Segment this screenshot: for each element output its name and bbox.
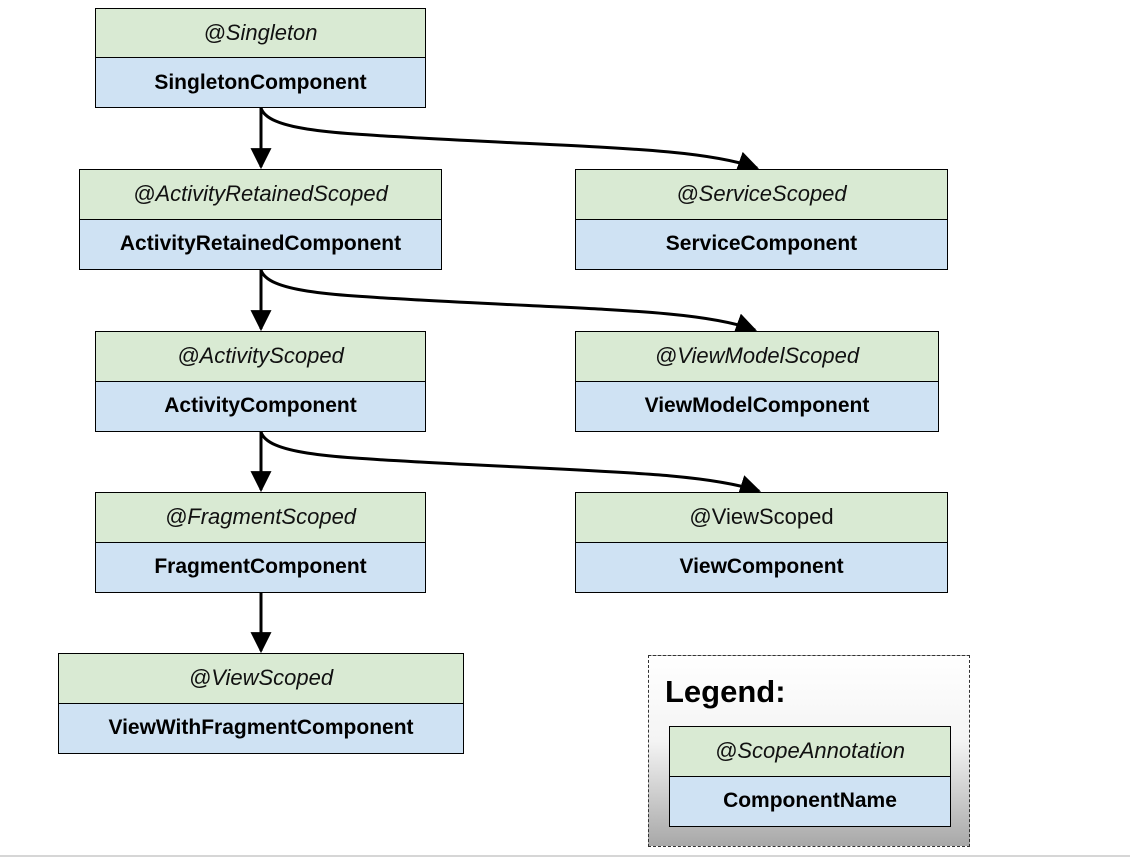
legend-sample-node: @ScopeAnnotation ComponentName [669,726,951,827]
component-name-label: FragmentComponent [96,542,425,592]
scope-annotation-label: @Singleton [96,9,425,58]
component-name-label: ActivityComponent [96,381,425,431]
node-view-model-component: @ViewModelScoped ViewModelComponent [575,331,939,432]
node-fragment-component: @FragmentScoped FragmentComponent [95,492,426,593]
component-name-label: ViewWithFragmentComponent [59,703,463,753]
scope-annotation-label: @ActivityScoped [96,332,425,382]
component-name-label: SingletonComponent [96,58,425,107]
legend-box: Legend: @ScopeAnnotation ComponentName [648,655,970,847]
legend-component-label: ComponentName [670,776,950,826]
scope-annotation-label: @FragmentScoped [96,493,425,543]
canvas-bottom-border [0,855,1130,857]
node-service-component: @ServiceScoped ServiceComponent [575,169,948,270]
scope-annotation-label: @ViewModelScoped [576,332,938,382]
node-singleton-component: @Singleton SingletonComponent [95,8,426,108]
node-view-with-fragment-component: @ViewScoped ViewWithFragmentComponent [58,653,464,754]
component-name-label: ServiceComponent [576,219,947,269]
edge-singleton-to-service [259,107,759,172]
legend-title: Legend: [665,674,786,709]
edge-activity-to-view [259,431,761,496]
component-name-label: ViewComponent [576,542,947,592]
scope-annotation-label: @ViewScoped [576,493,947,543]
node-activity-retained-component: @ActivityRetainedScoped ActivityRetained… [79,169,442,270]
node-view-component: @ViewScoped ViewComponent [575,492,948,593]
edge-activity-retained-to-view-model [259,269,757,334]
scope-annotation-label: @ViewScoped [59,654,463,704]
scope-annotation-label: @ServiceScoped [576,170,947,220]
legend-scope-label: @ScopeAnnotation [670,727,950,777]
node-activity-component: @ActivityScoped ActivityComponent [95,331,426,432]
component-name-label: ActivityRetainedComponent [80,219,441,269]
scope-annotation-label: @ActivityRetainedScoped [80,170,441,220]
component-name-label: ViewModelComponent [576,381,938,431]
